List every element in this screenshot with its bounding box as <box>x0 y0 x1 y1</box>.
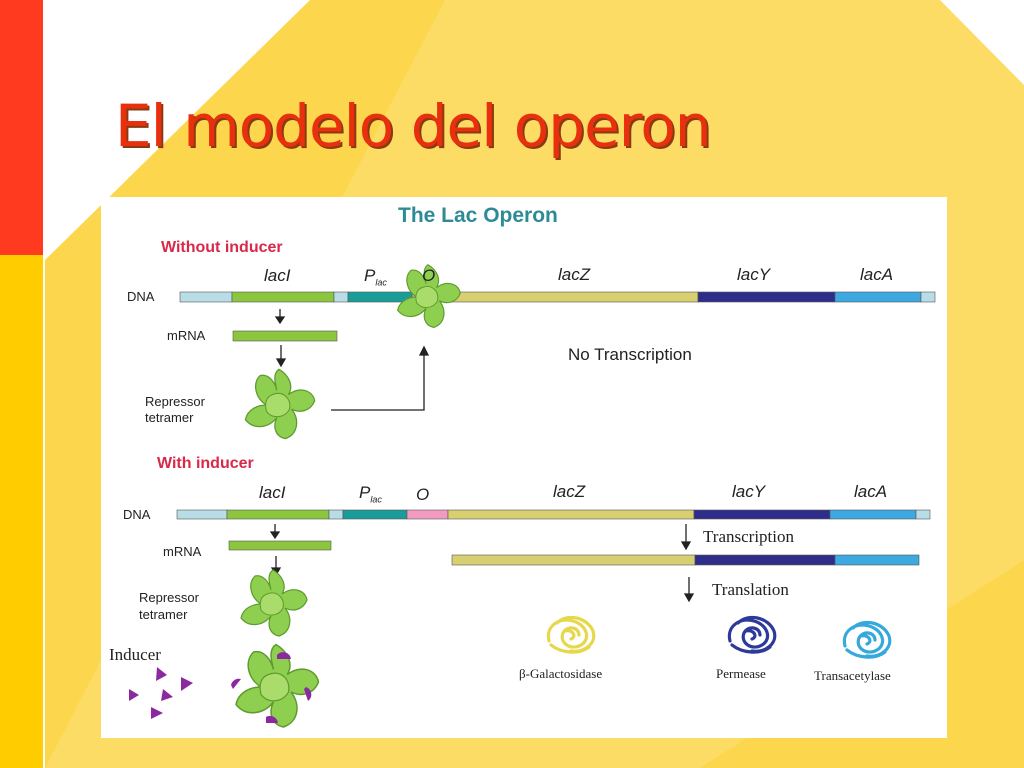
side-bar-yellow <box>0 255 43 768</box>
transcription-label: Transcription <box>703 527 794 546</box>
permease-protein <box>727 615 777 654</box>
gene-lacy-with: lacY <box>732 482 766 501</box>
gene-laca-with: lacA <box>854 482 888 501</box>
slide-title: El modelo del operon <box>115 92 712 160</box>
transacetylase-label: Transacetylase <box>814 668 891 683</box>
repressor-label-with-1: Repressor <box>139 590 199 605</box>
gene-lacz-without: lacZ <box>558 265 591 284</box>
permease-label: Permease <box>716 666 766 681</box>
gene-plac-with: Plac <box>359 483 382 505</box>
no-transcription-label: No Transcription <box>568 345 692 364</box>
dna-label-without: DNA <box>127 289 155 304</box>
gene-laci-without: lacI <box>264 266 291 285</box>
mrna-label-with: mRNA <box>163 544 202 559</box>
gene-laca-without: lacA <box>860 265 894 284</box>
arrows-without <box>274 309 430 411</box>
repressor-tetramer-with <box>240 569 308 637</box>
polycistronic-mrna <box>451 554 920 566</box>
gene-lacz-with: lacZ <box>553 482 586 501</box>
mrna-bar-without <box>232 330 338 342</box>
heading-without-inducer: Without inducer <box>161 239 283 256</box>
repressor-tetramer-without <box>244 368 316 440</box>
gene-laci-with: lacI <box>259 483 286 502</box>
mrna-bar-with <box>228 540 332 551</box>
inducer-label: Inducer <box>109 645 161 664</box>
side-bar-red <box>0 0 43 255</box>
mrna-label-without: mRNA <box>167 328 206 343</box>
repressor-label-with-2: tetramer <box>139 607 188 622</box>
beta-galactosidase-label: β-Galactosidase <box>519 666 603 681</box>
lac-operon-figure: The Lac Operon Without inducer DNA lacI … <box>101 197 947 738</box>
gene-operator-without: O <box>422 266 436 285</box>
figure-graphics <box>129 264 936 728</box>
dna-label-with: DNA <box>123 507 151 522</box>
gene-operator-with: O <box>416 485 430 504</box>
transacetylase-protein <box>842 620 892 659</box>
inducer-molecules <box>129 667 193 719</box>
gene-lacy-without: lacY <box>737 265 771 284</box>
translation-label: Translation <box>712 580 789 599</box>
dna-bar-without <box>179 291 936 303</box>
dna-bar-with <box>176 509 931 520</box>
beta-galactosidase-protein <box>546 615 596 654</box>
repressor-label-without-2: tetramer <box>145 410 194 425</box>
gene-plac-without: Plac <box>364 266 387 288</box>
repressor-label-without-1: Repressor <box>145 394 205 409</box>
figure-title: The Lac Operon <box>398 204 558 227</box>
heading-with-inducer: With inducer <box>157 455 254 472</box>
